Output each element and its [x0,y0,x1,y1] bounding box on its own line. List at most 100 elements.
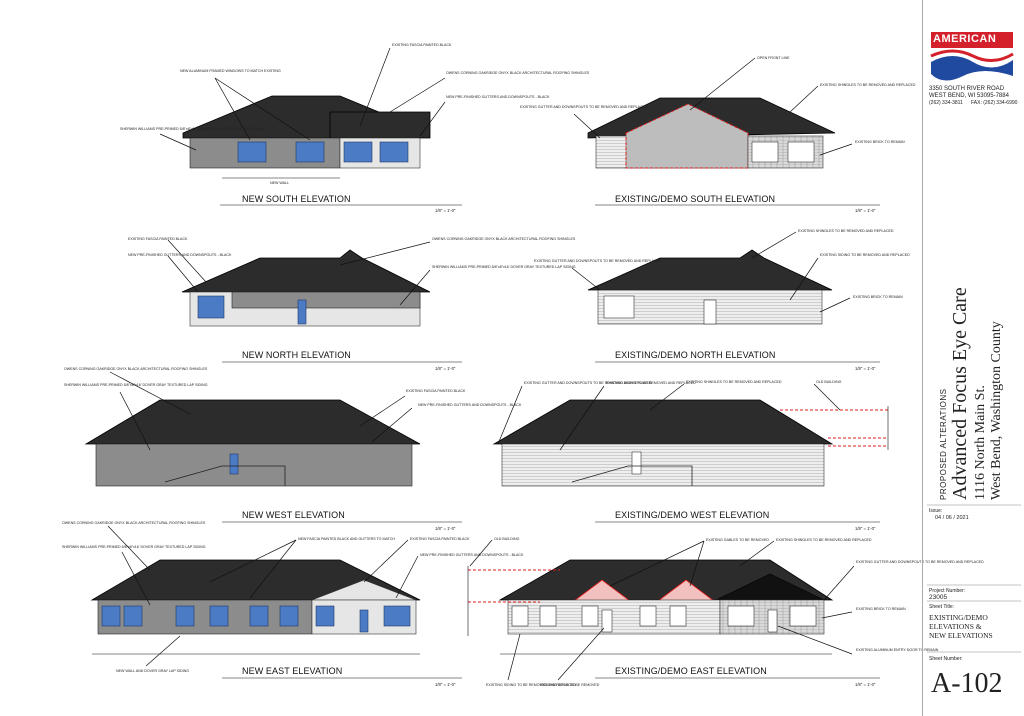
note: EXISTING SHINGLES TO BE REMOVED AND REPL… [776,538,872,542]
leader-line [214,77,311,141]
view-title: NEW WEST ELEVATION [242,510,345,520]
window [639,605,657,627]
note: OWENS CORNING OAKRIDGE ONYX BLACK ARCHIT… [62,521,206,525]
leader-line [559,385,605,451]
project-street: 1116 North Main St. [973,385,988,500]
logo-text: AMERICAN [933,33,997,45]
fax: FAX: (262) 334-6990 [971,100,1018,106]
leader-line [751,231,797,259]
leader-line [497,385,523,445]
note: EXISTING SIDING TO BE REMOVED AND REPLAC… [606,381,696,385]
note: OWENS CORNING OAKRIDGE ONYX BLACK ARCHIT… [64,367,208,371]
view-title: EXISTING/DEMO NORTH ELEVATION [615,350,775,360]
leader-line [689,57,756,111]
note: EXISTING SHINGLES TO BE REMOVED AND REPL… [686,380,782,384]
door [767,609,778,633]
window [237,141,267,163]
window [511,605,529,627]
leader-line [119,391,151,451]
leader-line [789,257,819,301]
leader-line [557,627,605,681]
door [297,299,307,325]
logo-wave-icon [931,56,1013,81]
window [175,605,195,627]
view-scale: 1/8" = 1'-0" [435,366,456,371]
note: NEW PRE-FINISHED GUTTERS AND DOWNSPOUTS … [446,95,550,99]
leader-line [399,269,431,306]
view-scale: 1/8" = 1'-0" [855,682,876,687]
logo-stripe [930,49,1014,62]
issue-label: Issue: [929,508,943,514]
door [631,451,642,475]
leader-line [689,540,705,587]
leader-line [107,525,151,571]
leader-line [395,555,419,599]
note: EXISTING BRICK TO REMAIN [855,140,905,144]
note: SHERWIN WILLIAMS PRE-PRIMED 5/8"x8"x16' … [64,383,208,387]
window [787,141,815,163]
window [343,141,373,163]
leader-line [419,101,446,137]
window [101,605,121,627]
roof [181,249,431,293]
leader-line [389,77,446,113]
door [359,609,369,633]
note: SHERWIN WILLIAMS PRE-PRIMED 5/8"x8"x16' … [120,127,264,131]
leader-line [159,133,197,151]
roof [492,399,834,445]
leader-line [121,551,151,606]
leader-line [167,255,199,293]
view-existing-north-elevation: EXISTING GUTTER AND DOWNSPOUTS TO BE REM… [534,229,910,371]
leader-line [819,143,853,156]
view-title: NEW EAST ELEVATION [242,666,342,676]
note: EXISTING FASCIA PAINTED BLACK [410,537,470,541]
leader-line [821,611,853,619]
note: NEW WALL AND DOVER GRAY LAP SIDING [116,669,189,673]
view-scale: 1/8" = 1'-0" [435,208,456,213]
note: EXISTING FASCIA PAINTED BLACK [128,237,188,241]
note: OWENS CORNING OAKRIDGE ONYX BLACK ARCHIT… [446,71,590,75]
leader-line [359,395,406,427]
view-scale: 1/8" = 1'-0" [855,526,876,531]
window [209,605,229,627]
note: EXISTING GUTTER AND DOWNSPOUTS TO BE REM… [520,105,648,109]
roof-wing [329,111,431,139]
view-existing-south-elevation: OPEN FRONT LINE EXISTING SHINGLES TO BE … [520,56,916,213]
note: EXISTING SHINGLES TO BE REMOVED AND REPL… [798,229,894,233]
view-title: EXISTING/DEMO SOUTH ELEVATION [615,194,775,204]
leader-line [469,539,493,567]
leader-line [823,565,855,601]
note: SHERWIN WILLIAMS PRE-PRIMED 5/8"x8"x16' … [62,545,206,549]
title-block-graphics [927,30,1021,653]
window [249,605,269,627]
title-block: AMERICAN 3350 SOUTH RIVER ROAD WEST BEND… [922,0,1024,716]
leader-line [249,539,297,599]
view-title: EXISTING/DEMO EAST ELEVATION [615,666,767,676]
wall-siding [501,443,825,487]
note: OLD BUILDING [816,380,842,384]
project-number: 23005 [929,594,948,601]
issue-date: 04 / 06 / 2021 [935,515,969,521]
note: EXISTING SIDING TO BE REMOVED AND REPLAC… [820,253,910,257]
note: EXISTING SIDING TO BE REMOVED AND REPLAC… [486,683,576,687]
window [383,605,411,627]
view-title: NEW NORTH ELEVATION [242,350,351,360]
view-new-north-elevation: EXISTING FASCIA PAINTED BLACK NEW PRE-FI… [128,237,576,371]
leader-line [819,297,851,313]
window [295,141,325,163]
leader-line [789,85,819,113]
note: EXISTING DOOR TO BE REMOVED [540,683,600,687]
note: NEW FASCIA PAINTED BLACK AND GUTTERS TO … [298,537,395,541]
note: EXISTING GUTTER AND DOWNSPOUTS TO BE REM… [524,381,652,385]
leader-line [167,239,207,283]
window [603,295,635,319]
logo-red-band [931,32,1013,48]
sheet-number: A-102 [931,668,1003,699]
leader-line [649,383,685,411]
door [601,609,613,633]
note: OWENS CORNING OAKRIDGE ONYX BLACK ARCHIT… [432,237,576,241]
note: NEW PRE-FINISHED GUTTERS AND DOWNSPOUTS … [418,403,522,407]
view-new-west-elevation: OWENS CORNING OAKRIDGE ONYX BLACK ARCHIT… [64,367,522,531]
window [669,605,687,627]
